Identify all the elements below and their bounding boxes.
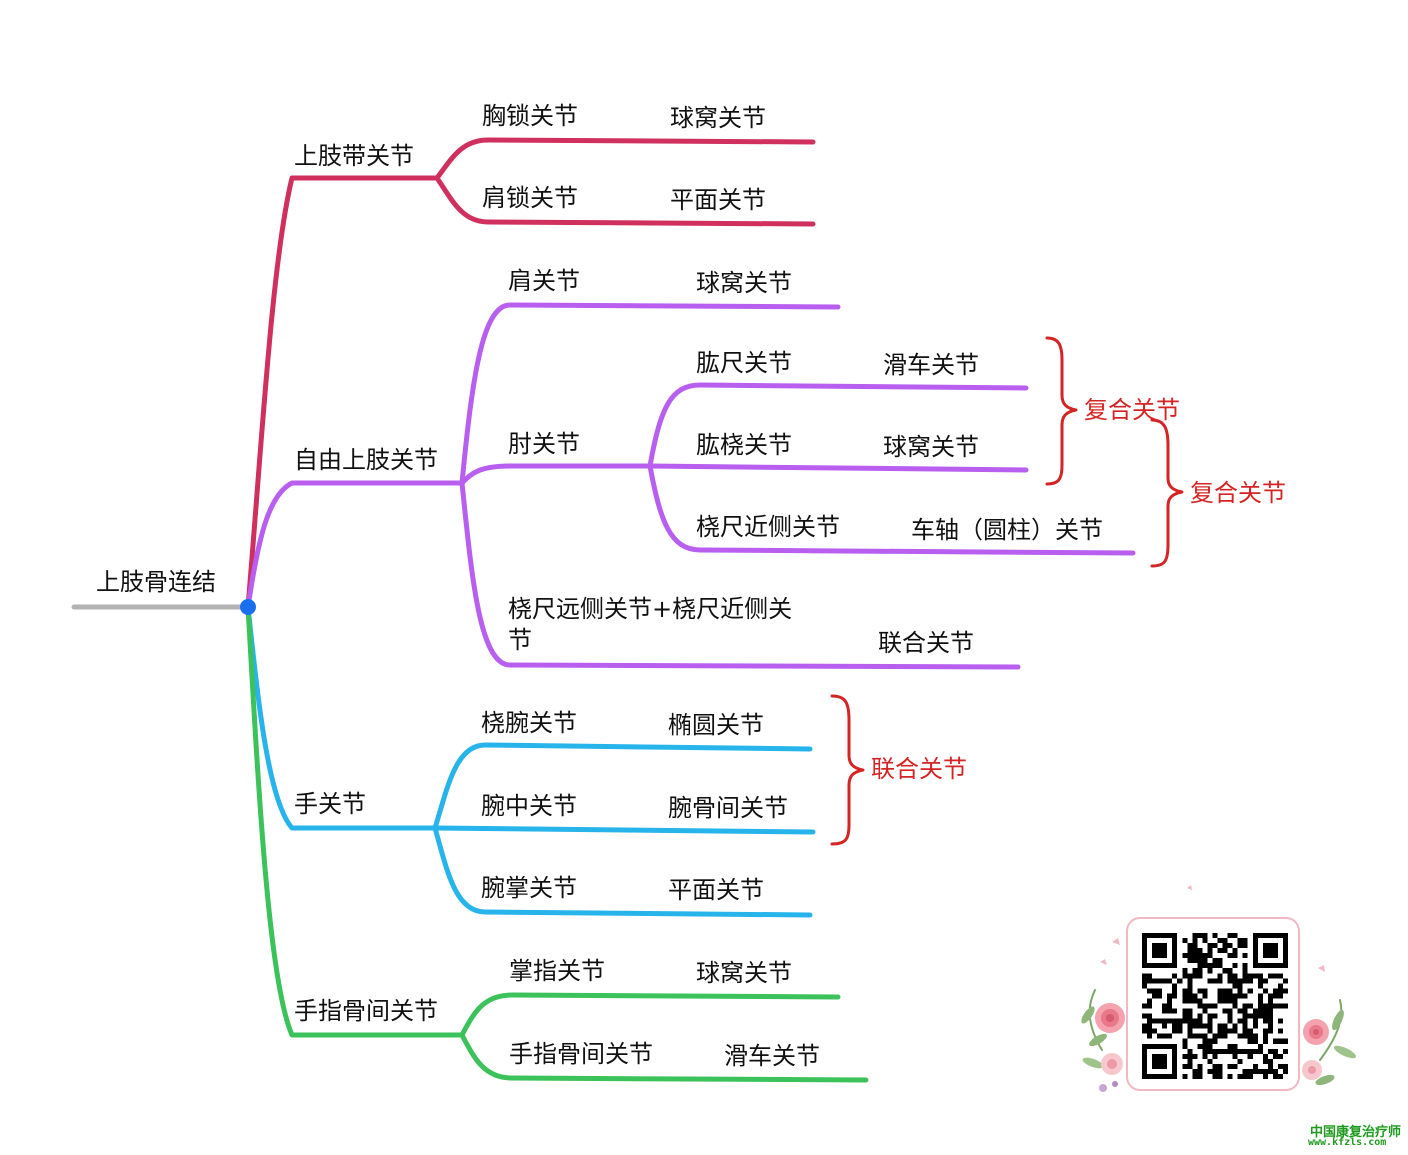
shoulder-connector [459, 302, 841, 486]
branch3-j1-type: 椭圆关节 [668, 711, 764, 739]
branch4-label: 手指骨间关节 [294, 997, 438, 1025]
flower-decoration [1081, 885, 1357, 1092]
root-junction-dot [240, 599, 256, 615]
elbow-inner-brace [1045, 336, 1078, 486]
branch1-j1-type: 球窝关节 [670, 104, 766, 132]
branch4-j2-type: 滑车关节 [724, 1042, 820, 1070]
wrist-brace [830, 694, 865, 846]
elbow-connector [459, 463, 653, 486]
branch3-j1-label: 桡腕关节 [481, 709, 577, 737]
branch1-label: 上肢带关节 [294, 142, 414, 170]
wrist-note: 联合关节 [871, 755, 967, 783]
branch4-j1-connector [459, 992, 841, 1038]
branch1-j2-type: 平面关节 [670, 186, 766, 214]
branch3-j2-type: 腕骨间关节 [668, 794, 788, 822]
qr-card [1126, 917, 1300, 1091]
shoulder-label: 肩关节 [508, 267, 580, 295]
elbow-outer-brace [1150, 418, 1184, 568]
branch3-j3-type: 平面关节 [668, 876, 764, 904]
branch4-j1-label: 掌指关节 [509, 957, 605, 985]
elbow-label: 肘关节 [508, 430, 580, 458]
branch3-j2-connector [432, 825, 816, 835]
elbow-j2-connector [647, 463, 1029, 473]
branch1-j2-connector [434, 175, 816, 227]
elbow-j2-type: 球窝关节 [883, 433, 979, 461]
watermark-url[interactable]: www.kfzls.com [1308, 1137, 1387, 1148]
branch3-j3-connector [432, 825, 813, 918]
branch2-connector [245, 480, 465, 610]
shoulder-type: 球窝关节 [696, 269, 792, 297]
elbow-j1-type: 滑车关节 [883, 351, 979, 379]
branch1-j1-label: 胸锁关节 [482, 102, 578, 130]
elbow-j1-label: 肱尺关节 [696, 349, 792, 377]
branch4-j2-label: 手指骨间关节 [509, 1040, 653, 1068]
branch1-j1-connector [434, 137, 816, 181]
branch4-j2-connector [459, 1032, 869, 1083]
elbow-j3-type: 车轴（圆柱）关节 [911, 516, 1103, 544]
radioulnar-connector [459, 480, 1021, 670]
elbow-j3-connector [647, 463, 1136, 556]
branch3-j3-label: 腕掌关节 [481, 874, 577, 902]
qr-code[interactable] [1142, 933, 1288, 1079]
branch1-j2-label: 肩锁关节 [482, 184, 578, 212]
branch2-label: 自由上肢关节 [294, 446, 438, 474]
radioulnar-type: 联合关节 [878, 629, 974, 657]
elbow-j2-label: 肱桡关节 [696, 431, 792, 459]
elbow-inner-note: 复合关节 [1084, 396, 1180, 424]
branch4-connector [245, 604, 465, 1038]
elbow-j3-label: 桡尺近侧关节 [696, 513, 840, 541]
elbow-outer-note: 复合关节 [1190, 479, 1286, 507]
radioulnar-label: 桡尺远侧关节+桡尺近侧关节 [508, 595, 793, 654]
branch3-j2-label: 腕中关节 [481, 792, 577, 820]
branch4-j1-type: 球窝关节 [696, 959, 792, 987]
root-label: 上肢骨连结 [96, 568, 216, 596]
watermark-site-name: 中国康复治疗师 [1310, 1125, 1402, 1140]
branch3-j1-connector [432, 742, 813, 831]
branch3-label: 手关节 [294, 790, 366, 818]
branch1-connector [245, 175, 440, 610]
elbow-j1-connector [647, 382, 1029, 469]
